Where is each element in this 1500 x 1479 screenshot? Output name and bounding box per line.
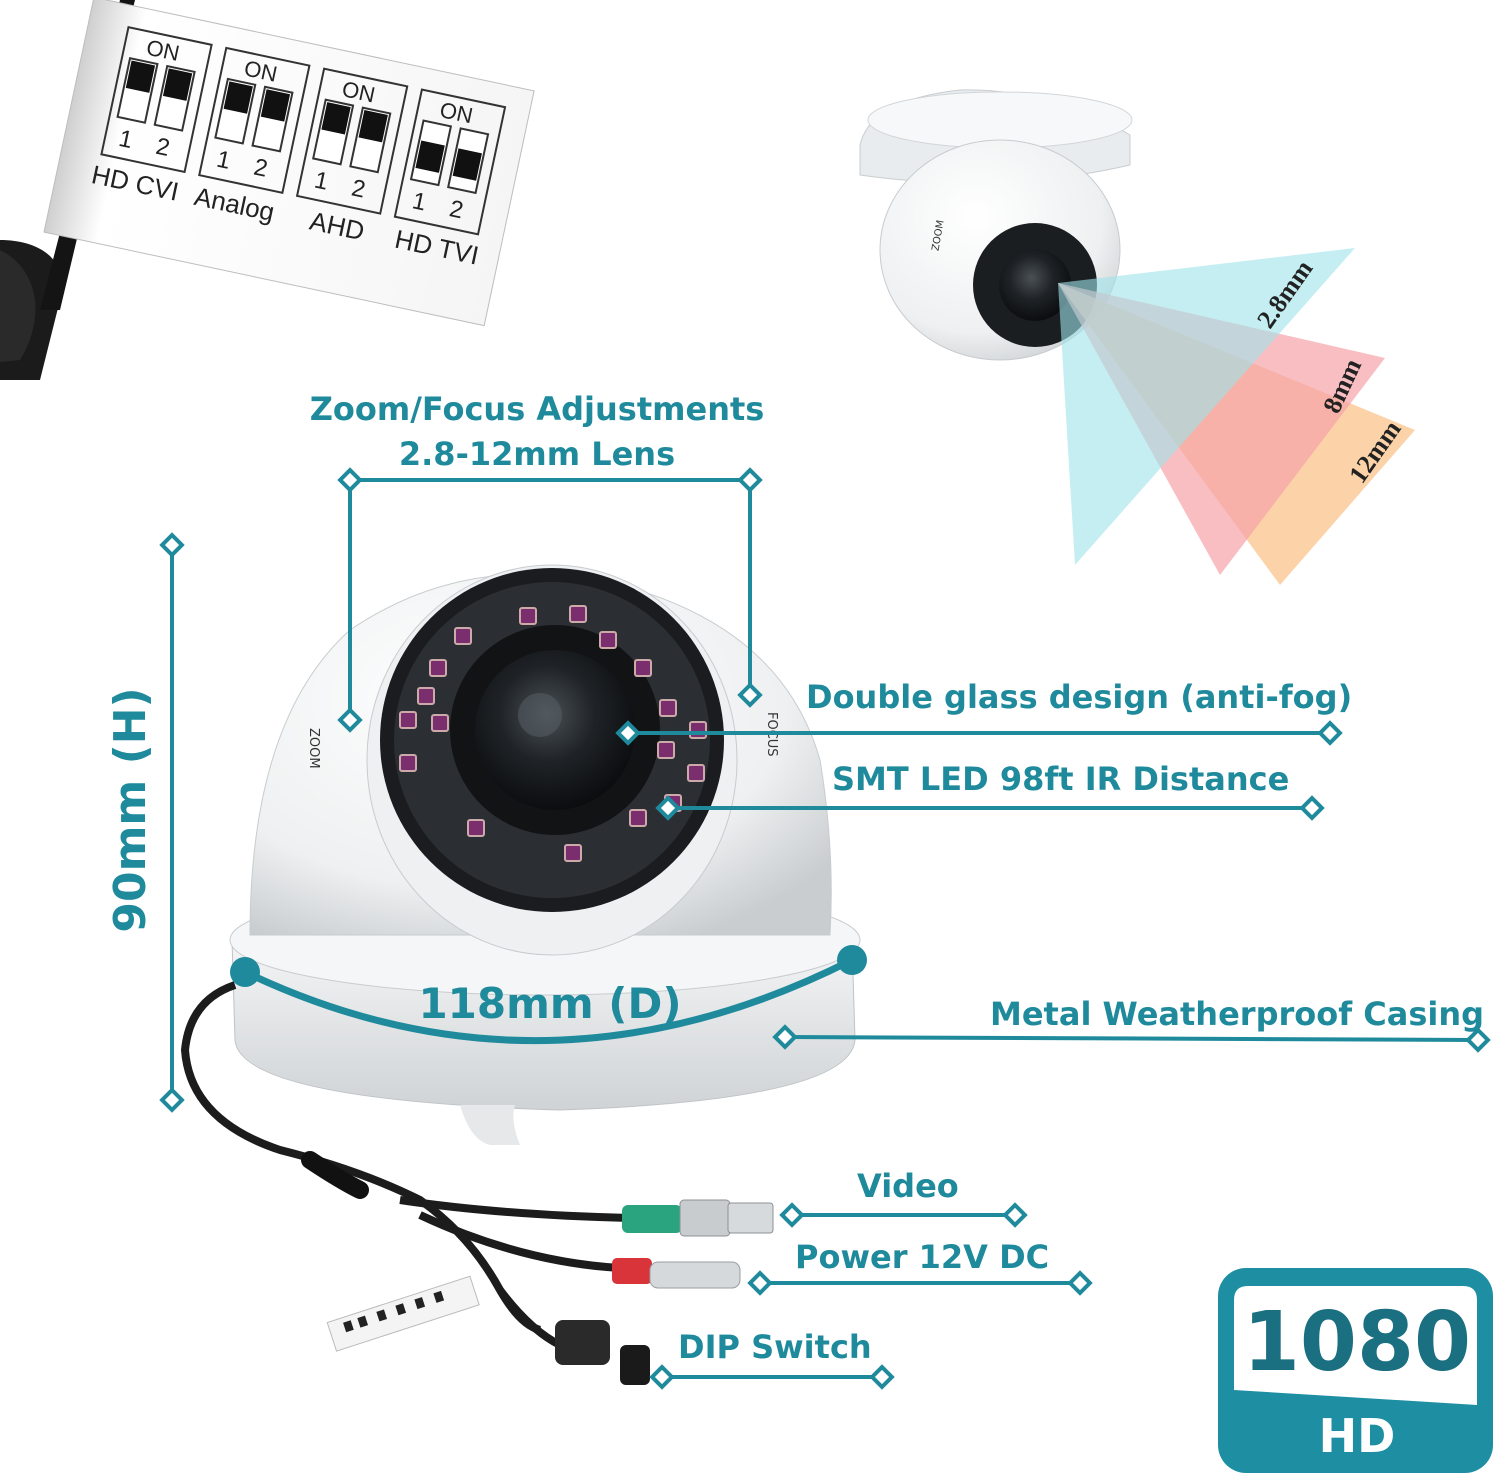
pos-1: 1 xyxy=(312,167,331,196)
pos-1: 1 xyxy=(410,187,429,216)
small-zoom-mark: ZOOM xyxy=(930,219,946,252)
power-label: Power 12V DC xyxy=(795,1238,1049,1276)
smt-led-label: SMT LED 98ft IR Distance xyxy=(832,760,1289,798)
zoom-focus-title: Zoom/Focus Adjustments xyxy=(310,390,765,428)
dip-group-ahd: ON 1 2 AHD xyxy=(295,67,409,246)
main-camera: ZOOM FOCUS xyxy=(180,564,861,1385)
pos-2: 2 xyxy=(349,174,368,203)
dip-switch-connector xyxy=(496,1287,650,1385)
dip-switch-callout: DIP Switch xyxy=(678,1328,872,1366)
diameter-end-right xyxy=(837,945,867,975)
zoom-mark: ZOOM xyxy=(306,728,321,769)
resolution-value: 1080 xyxy=(1243,1295,1471,1390)
hd-label: HD xyxy=(1319,1409,1396,1463)
callout-lines xyxy=(170,478,1479,1379)
height-dimension: 90mm (H) xyxy=(105,687,156,932)
diameter-dimension: 118mm (D) xyxy=(418,979,681,1028)
pos-2: 2 xyxy=(251,154,270,183)
fov-wedge-2-8mm xyxy=(1058,248,1355,565)
resolution-badge: 1080 HD xyxy=(1218,1268,1493,1473)
pos-2: 2 xyxy=(447,195,466,224)
dip-switch-label: ON 1 2 HD CVI ON 1 2 Analog xyxy=(0,0,535,380)
power-connector xyxy=(612,1258,741,1289)
field-of-view-illustration: ZOOM 2.8mm 8mm 12mm xyxy=(859,89,1415,585)
video-connector xyxy=(622,1199,774,1237)
video-label: Video xyxy=(857,1167,959,1205)
casing-label: Metal Weatherproof Casing xyxy=(990,995,1484,1033)
callout-markers xyxy=(159,467,1491,1390)
pos-1: 1 xyxy=(116,125,135,154)
pos-1: 1 xyxy=(214,146,233,175)
double-glass-label: Double glass design (anti-fog) xyxy=(806,678,1352,716)
lens-spec: 2.8-12mm Lens xyxy=(399,435,675,473)
pos-2: 2 xyxy=(154,133,173,162)
diameter-end-left xyxy=(230,957,260,987)
